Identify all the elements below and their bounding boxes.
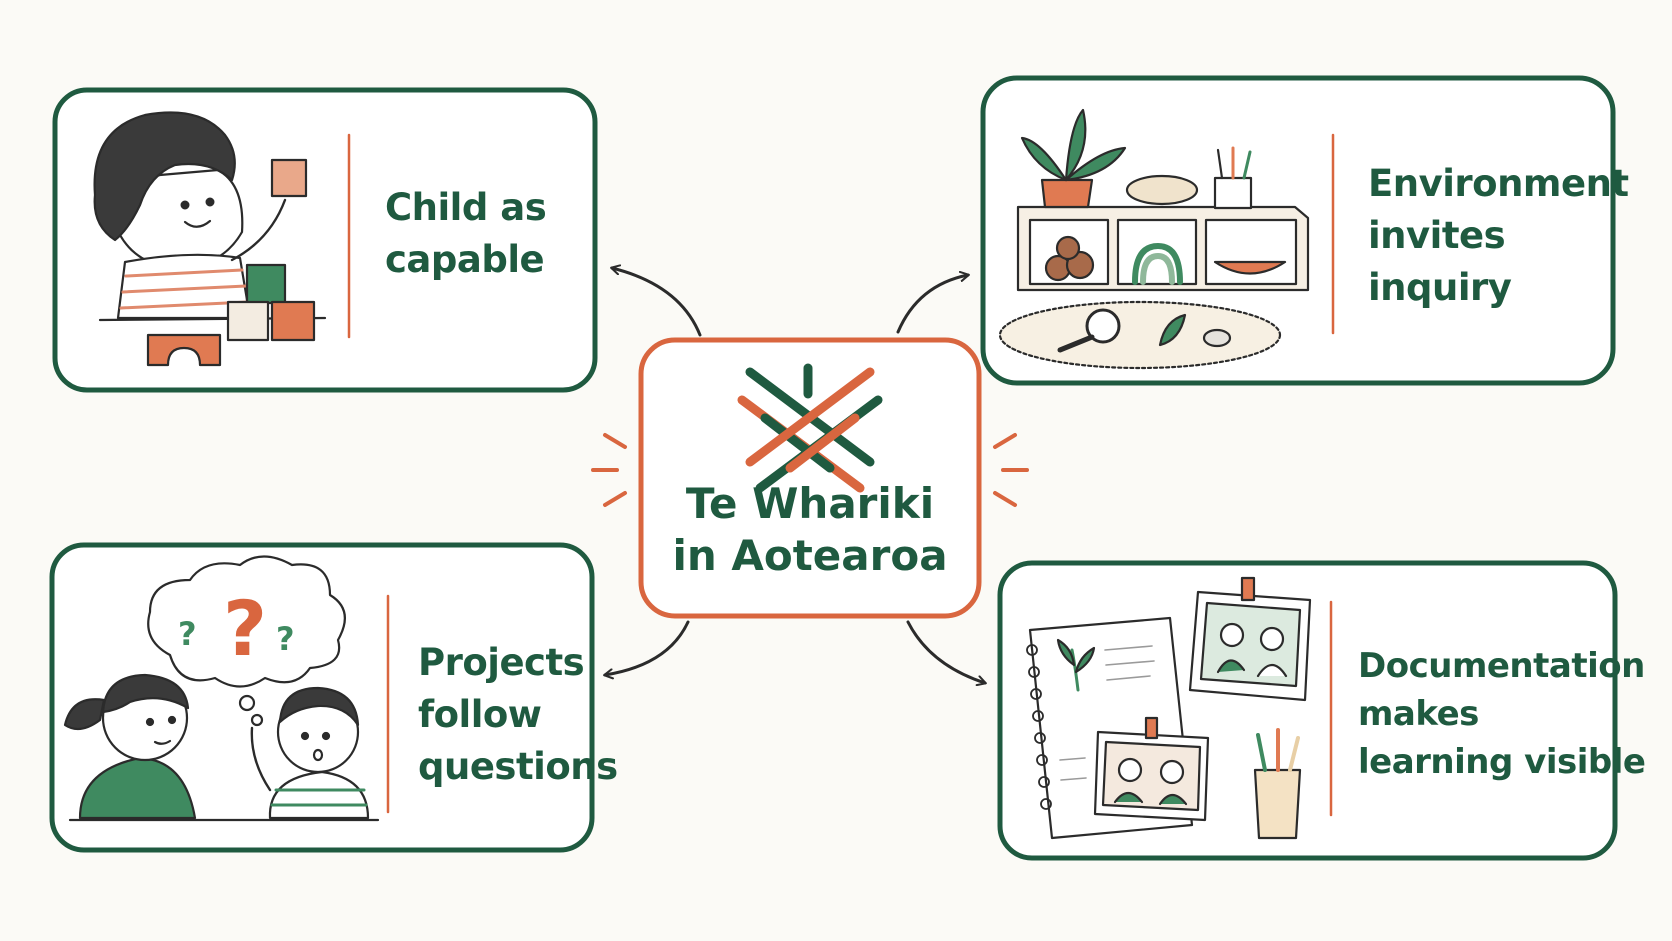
center-title-line: Te Whariki [685,479,935,528]
journal-and-photos-illustration [1026,576,1312,840]
center-title-line: in Aotearoa [672,531,948,580]
card-label-line: Environment [1368,162,1629,205]
held-block [270,158,308,198]
magnifier [1085,308,1121,344]
connector-to-documentation [906,620,985,683]
card-label-line: follow [418,693,542,736]
question-mark-icon: ? [276,620,295,658]
children-wondering-illustration: ? ? ? [63,555,380,822]
card-label-line: learning visible [1358,742,1646,782]
clip-icon [1144,716,1159,740]
card-label-environment: Environment invites inquiry [1368,158,1629,314]
connectors [605,268,985,683]
child-with-blocks-illustration [93,111,327,367]
card-label-projects: Projects follow questions [418,637,618,793]
woven-lattice-icon [737,363,883,493]
card-label-line: invites [1368,214,1506,257]
burst-marks [591,433,1029,507]
question-mark-icon: ? [223,584,267,673]
card-label-documentation: Documentation makes learning visible [1358,642,1646,786]
child-hair [93,111,236,242]
boy-shirt [268,770,370,820]
cream-block [226,300,270,342]
card-label-line: capable [385,238,545,281]
green-block [245,263,287,305]
orange-block [270,300,316,342]
thought-cloud [147,555,346,688]
arch-block [146,333,222,367]
shelf-with-materials-illustration [998,108,1310,370]
connector-to-child [612,268,702,337]
connector-to-projects [605,620,690,675]
card-label-line: Documentation [1358,646,1645,686]
card-label-line: Projects [418,641,585,684]
card-label-child: Child as capable [385,182,547,286]
question-mark-icon: ? [178,615,197,653]
center-frame [638,337,982,619]
card-label-line: makes [1358,694,1479,734]
connector-to-environment [896,275,968,334]
card-label-line: Child as [385,186,547,229]
girl-shirt [78,756,197,820]
card-label-line: questions [418,745,618,788]
card-label-line: inquiry [1368,266,1512,309]
center-title: Te Whariki in Aotearoa [640,478,980,582]
clip-icon [1240,576,1256,602]
rug [998,300,1282,370]
pencil-cup [1253,768,1302,840]
